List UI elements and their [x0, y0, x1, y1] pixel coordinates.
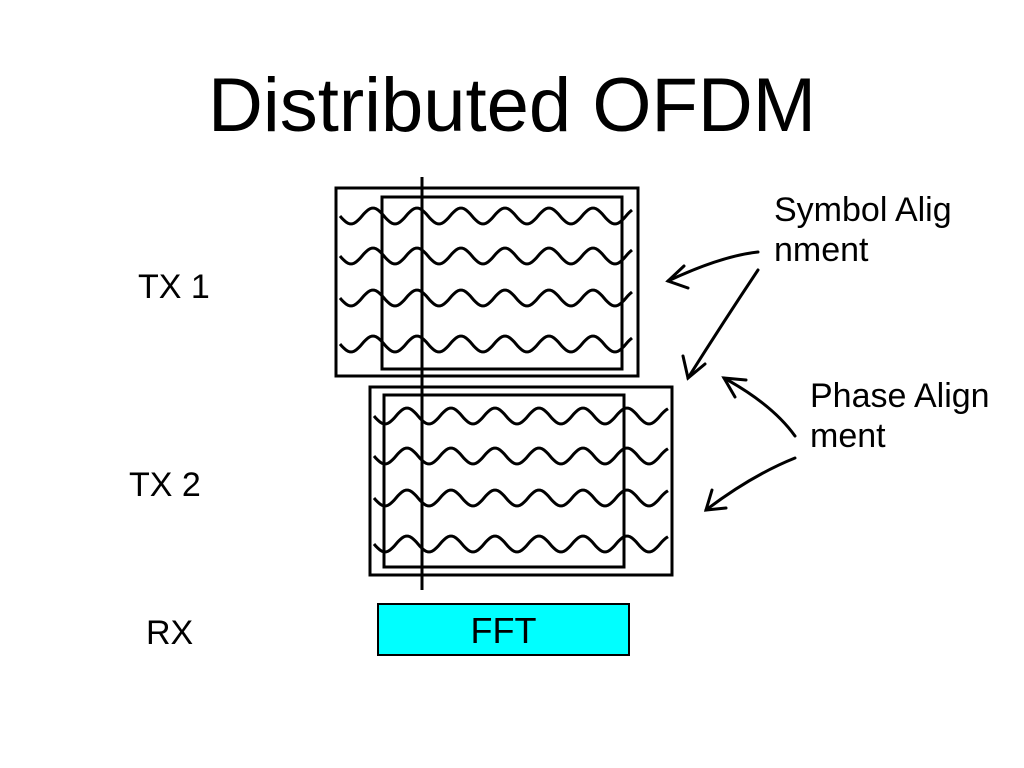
tx2-outer-frame	[368, 385, 674, 577]
symbol-arrow-to-tx1	[666, 250, 760, 283]
tx1-symbol-block	[334, 186, 640, 378]
symbol-arrow-to-gap-head	[681, 354, 707, 381]
subcarrier-wave	[338, 246, 633, 266]
symbol-alignment-annotation: Symbol Alignment	[774, 191, 952, 269]
slide-title: Distributed OFDM	[207, 63, 817, 148]
tx2-inner-frame	[382, 393, 626, 569]
subcarrier-wave	[338, 288, 633, 308]
phase-arrow-to-gap	[722, 376, 797, 438]
tx2-label: TX 2	[129, 466, 201, 504]
tx1-subcarrier-waves	[338, 206, 633, 354]
rx-label: RX	[146, 614, 194, 652]
tx1-label: TX 1	[138, 268, 210, 306]
symbol-alignment-arrows	[665, 250, 760, 381]
fft-block: FFT	[377, 603, 630, 656]
subcarrier-wave	[338, 334, 633, 354]
phase-arrow-to-tx2-head	[703, 488, 728, 512]
phase-alignment-annotation: Phase Alignment	[810, 377, 990, 455]
symbol-arrow-to-gap	[686, 268, 760, 380]
phase-alignment-arrows	[703, 376, 797, 512]
phase-arrow-to-tx2	[704, 456, 797, 512]
symbol-arrow-to-tx1-head	[665, 264, 690, 290]
tx1-inner-frame	[380, 195, 624, 371]
tx2-symbol-block	[368, 385, 674, 577]
subcarrier-wave	[338, 206, 633, 226]
phase-arrow-to-gap-head	[721, 376, 748, 399]
tx1-outer-frame	[334, 186, 640, 378]
